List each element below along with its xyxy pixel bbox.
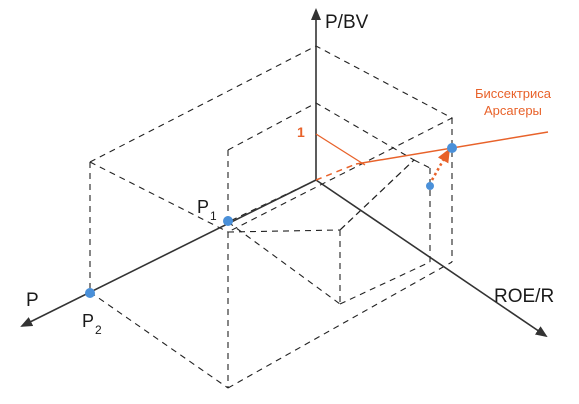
p2-label: P [82, 311, 94, 331]
point-inner [426, 182, 434, 190]
p-axis-label: P [26, 290, 39, 311]
point-p2 [85, 288, 95, 298]
dashed-construction-lines [89, 45, 454, 389]
point-p1 [223, 216, 233, 226]
point-top [447, 143, 457, 153]
unit-marker: 1 [297, 124, 305, 140]
orange-arrow [430, 148, 451, 181]
bisector-label-line1: Биссектриса [475, 86, 552, 101]
pbv-axis-label: P/BV [325, 12, 369, 33]
bisector-label-line2: Арсагеры [484, 103, 542, 118]
p-axis [20, 179, 317, 327]
roe-axis [315, 179, 548, 338]
p2-subscript: 2 [95, 323, 102, 337]
p1-subscript: 1 [210, 209, 217, 223]
roe-axis-label: ROE/R [494, 286, 554, 307]
arsagera-bisector [315, 131, 549, 181]
p1-label: P [197, 197, 209, 217]
